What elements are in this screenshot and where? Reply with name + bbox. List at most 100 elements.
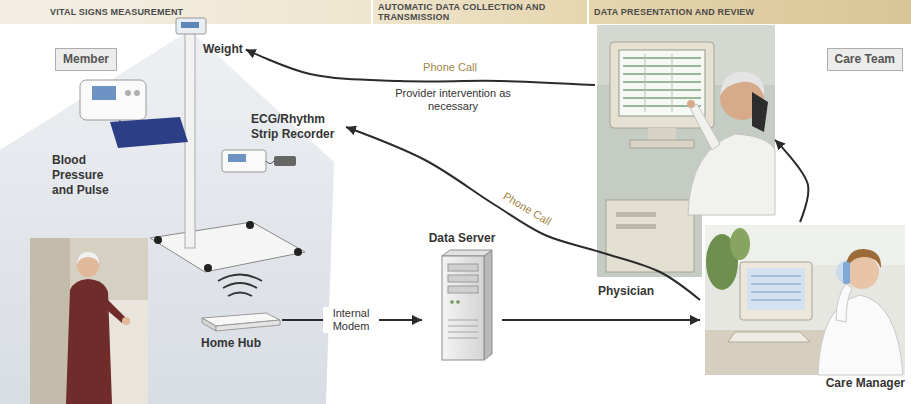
member-photo — [30, 238, 148, 404]
edge-label: Phone Call — [421, 61, 479, 74]
edge-label-holder: Internal Modem — [323, 307, 379, 333]
wireless-waves — [218, 275, 262, 297]
photo-ground — [30, 238, 148, 404]
server-vents — [448, 320, 478, 338]
device-caption: Blood Pressure and Pulse — [49, 151, 119, 200]
doctor-coat — [688, 134, 775, 215]
ecg-body — [222, 150, 266, 172]
doctor-hand — [687, 100, 695, 108]
label-holder: VITAL SIGNS MEASUREMENT — [50, 7, 183, 17]
node-label: Weight — [203, 42, 243, 57]
ecg-strip — [274, 156, 296, 166]
photo-ground — [705, 225, 905, 375]
label-holder: Provider intervention as necessary — [393, 87, 513, 113]
scale-foot — [154, 236, 162, 244]
header-band — [0, 0, 911, 24]
node-label: Home Hub — [201, 336, 261, 351]
bp-button — [134, 90, 140, 96]
drive-slot — [616, 224, 656, 229]
device-caption: Data Server — [422, 231, 502, 362]
flow-arrow — [246, 50, 595, 86]
server-front — [442, 256, 484, 360]
node-label: Member — [63, 52, 109, 67]
hub-front — [216, 320, 280, 331]
wave — [223, 283, 257, 288]
scale-foot — [204, 264, 212, 272]
screen-rows — [751, 276, 801, 300]
flow-arrow — [346, 127, 700, 300]
bp-button — [125, 90, 131, 96]
computer-case — [606, 200, 694, 272]
house-shape — [0, 30, 334, 404]
bp-cuff — [110, 117, 188, 148]
node-label: Physician — [598, 284, 654, 299]
server-side — [484, 250, 492, 360]
man-hair — [77, 252, 99, 264]
care-manager-photo — [705, 225, 905, 375]
device-caption: Weight — [200, 40, 246, 59]
plant — [730, 228, 750, 260]
note-label: Provider intervention as necessary — [393, 87, 513, 113]
monitor-screen — [619, 50, 705, 116]
band-divider — [587, 0, 589, 24]
server-bay — [448, 275, 478, 282]
home-hub-device — [202, 313, 280, 331]
flow-arrow — [502, 319, 700, 321]
ecg-screen — [228, 154, 246, 162]
ecg-recorder — [222, 150, 296, 172]
nurse-phone — [843, 262, 850, 284]
edge-label-holder: Phone Call — [499, 189, 555, 230]
monitor-screen — [747, 268, 805, 310]
connector-group — [246, 50, 809, 320]
hub-side — [202, 318, 216, 331]
monitor-stand — [648, 128, 676, 140]
photo-ground — [597, 25, 775, 277]
man-arm — [100, 296, 126, 323]
label-holder: AUTOMATIC DATA COLLECTION AND TRANSMISSI… — [378, 2, 550, 22]
photo-wall — [30, 238, 70, 404]
server-tower — [442, 250, 492, 360]
bp-body — [80, 80, 146, 120]
team-box: Care Team — [827, 48, 903, 71]
server-bay — [448, 264, 478, 271]
scale-foot — [294, 248, 302, 256]
server-light — [450, 300, 454, 304]
nurse-arm — [836, 284, 852, 322]
server-light — [456, 300, 460, 304]
section-heading: VITAL SIGNS MEASUREMENT — [50, 7, 183, 17]
label-holder: DATA PRESENTATION AND REVIEW — [594, 7, 754, 17]
edge-label: Phone Call — [499, 189, 555, 230]
keyboard — [728, 332, 810, 342]
screen-columns — [645, 54, 672, 112]
flow-arrow — [775, 140, 808, 222]
device-caption: ECG/Rhythm Strip Recorder — [248, 110, 346, 144]
node-label: Care Team — [835, 52, 895, 67]
node-label: Data Server — [429, 231, 496, 246]
doctor-phone — [752, 92, 768, 132]
photo-caption: Care Manager — [700, 222, 908, 392]
bp-screen — [92, 86, 116, 100]
scale-head — [176, 18, 206, 34]
device-caption: Home Hub — [198, 306, 282, 352]
node-label: Care Manager — [826, 376, 905, 391]
scale-foot — [246, 221, 254, 229]
node-label: Blood Pressure and Pulse — [52, 153, 116, 198]
bp-monitor — [80, 80, 188, 148]
wave — [218, 275, 262, 282]
band-divider — [371, 0, 373, 24]
edge-label-holder: Phone Call — [421, 61, 479, 74]
man-hand — [122, 317, 130, 325]
scale-screen — [181, 22, 199, 28]
monitor-base — [630, 140, 694, 148]
scale-figure — [150, 18, 305, 272]
doctor-hair — [720, 72, 764, 96]
desk — [705, 330, 830, 375]
nurse-coat — [818, 295, 903, 375]
nurse-hair — [845, 249, 881, 272]
member-box: Member — [55, 48, 117, 71]
doctor-arm — [690, 104, 720, 150]
section-heading: AUTOMATIC DATA COLLECTION AND TRANSMISSI… — [378, 2, 550, 22]
scale-platform — [150, 222, 305, 272]
screen-rows — [623, 58, 701, 106]
